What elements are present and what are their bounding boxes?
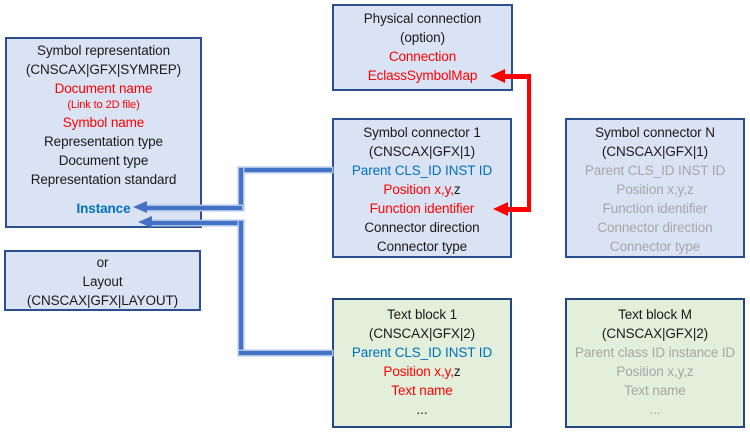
parent-class-id-attr: Parent class ID instance ID xyxy=(574,345,736,360)
blue-arrowhead-to-instance-icon xyxy=(133,201,147,213)
ellipsis: ... xyxy=(649,402,661,417)
parent-cls-id-attr: Parent CLS_ID INST ID xyxy=(351,163,493,178)
position-red-part: Position x,y, xyxy=(383,364,454,379)
position-attr: Position x,y,z xyxy=(616,364,694,379)
red-arrowhead-to-function-identifier-icon xyxy=(493,202,508,216)
link-to-2d-file-note: (Link to 2D file) xyxy=(67,99,140,111)
symbol-connector-n-box: Symbol connector N (CNSCAX|GFX|1) Parent… xyxy=(565,118,745,258)
position-black-part: z xyxy=(453,182,461,197)
position-attr: Position x,y,z xyxy=(334,362,510,381)
parent-cls-id-attr: Parent CLS_ID INST ID xyxy=(351,345,493,360)
box-subtitle: (option) xyxy=(400,30,445,45)
symbol-connector-1-box: Symbol connector 1 (CNSCAX|GFX|1) Parent… xyxy=(332,118,512,258)
symbol-name-attr: Symbol name xyxy=(62,115,145,130)
representation-standard-attr: Representation standard xyxy=(30,172,177,187)
function-identifier-attr: Function identifier xyxy=(369,201,475,216)
red-connector-segment xyxy=(507,207,531,212)
box-title: Text block M xyxy=(618,307,692,322)
box-subtitle: (CNSCAX|GFX|2) xyxy=(601,326,709,341)
red-connector-segment xyxy=(504,74,531,79)
connector-type-attr: Connector type xyxy=(376,239,468,254)
spacer xyxy=(7,189,200,199)
connection-attr: Connection xyxy=(388,49,457,64)
blue-arrowhead-to-instance-icon xyxy=(138,216,152,228)
box-title: Symbol representation xyxy=(37,43,170,58)
or-label: or xyxy=(96,255,109,270)
box-title: Text block 1 xyxy=(386,307,458,322)
symbol-representation-box: Symbol representation (CNSCAX|GFX|SYMREP… xyxy=(5,37,202,228)
text-name-attr: Text name xyxy=(391,383,453,398)
eclass-symbol-map-attr: EclassSymbolMap xyxy=(367,68,478,83)
layout-label: Layout xyxy=(82,274,123,289)
box-subtitle: (CNSCAX|GFX|SYMREP) xyxy=(25,62,182,77)
document-type-attr: Document type xyxy=(58,153,149,168)
position-attr: Position x,y,z xyxy=(616,182,694,197)
blue-connector-a-segment xyxy=(239,168,332,172)
box-title: Symbol connector N xyxy=(595,125,715,140)
ellipsis: ... xyxy=(416,402,428,417)
document-name-attr: Document name xyxy=(54,81,153,96)
text-name-attr: Text name xyxy=(624,383,686,398)
text-block-1-box: Text block 1 (CNSCAX|GFX|2) Parent CLS_I… xyxy=(332,298,512,428)
position-red-part: Position x,y, xyxy=(383,182,454,197)
instance-attr: Instance xyxy=(76,201,131,216)
box-subtitle: (CNSCAX|GFX|1) xyxy=(368,144,476,159)
position-black-part: z xyxy=(453,364,461,379)
blue-connector-a-segment xyxy=(239,168,243,210)
blue-connector-b-segment xyxy=(239,221,243,354)
box-subtitle: (CNSCAX|GFX|2) xyxy=(368,326,476,341)
connector-direction-attr: Connector direction xyxy=(597,220,713,235)
box-title: Physical connection xyxy=(363,11,482,26)
layout-subtitle: (CNSCAX|GFX|LAYOUT) xyxy=(26,293,179,308)
connector-direction-attr: Connector direction xyxy=(364,220,480,235)
position-attr: Position x,y,z xyxy=(334,180,510,199)
red-arrowhead-to-eclasssymbolmap-icon xyxy=(490,69,505,83)
text-block-m-box: Text block M (CNSCAX|GFX|2) Parent class… xyxy=(565,298,745,428)
box-subtitle: (CNSCAX|GFX|1) xyxy=(601,144,709,159)
physical-connection-box: Physical connection (option) Connection … xyxy=(332,4,513,91)
blue-connector-a-segment xyxy=(147,206,242,210)
parent-cls-id-attr: Parent CLS_ID INST ID xyxy=(584,163,726,178)
box-title: Symbol connector 1 xyxy=(363,125,481,140)
function-identifier-attr: Function identifier xyxy=(602,201,708,216)
connector-type-attr: Connector type xyxy=(609,239,701,254)
blue-connector-b-segment xyxy=(152,221,242,225)
layout-box: or Layout (CNSCAX|GFX|LAYOUT) xyxy=(4,250,201,311)
representation-type-attr: Representation type xyxy=(44,134,163,149)
blue-connector-b-segment xyxy=(239,351,332,355)
red-connector-segment xyxy=(526,74,531,212)
